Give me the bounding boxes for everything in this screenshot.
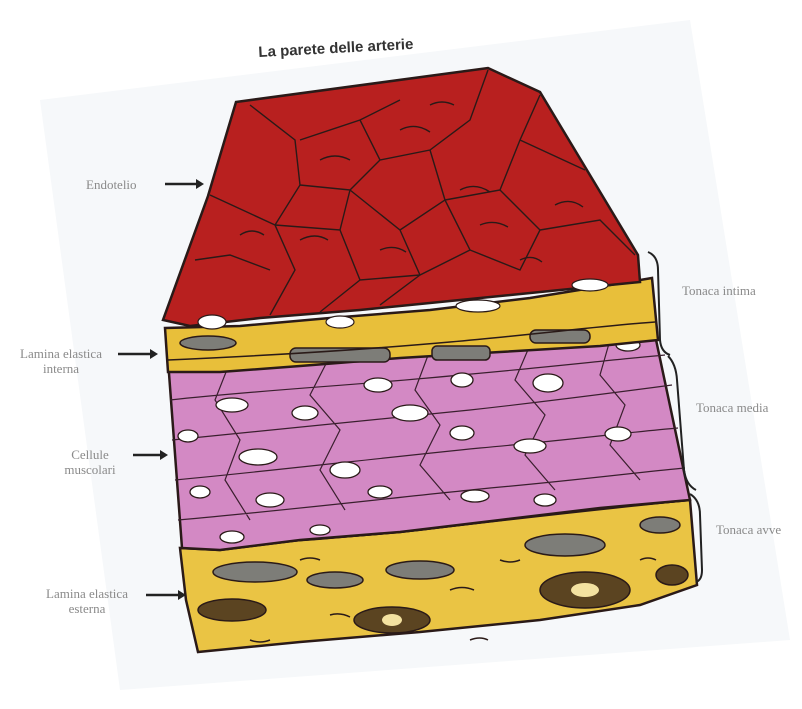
grey-cell <box>180 336 236 350</box>
endothelial-nucleus <box>198 315 226 329</box>
label-line: Lamina elastica <box>6 346 116 361</box>
cell-nucleus <box>382 614 402 626</box>
label-line: muscolari <box>48 462 132 477</box>
endothelial-nucleus <box>572 279 608 291</box>
muscle-nucleus <box>292 406 318 420</box>
grey-cell <box>525 534 605 556</box>
label-line: esterna <box>30 601 144 616</box>
muscle-nucleus <box>190 486 210 498</box>
label-endotelio: Endotelio <box>86 177 137 192</box>
muscle-nucleus <box>451 373 473 387</box>
label-lamina-interna: Lamina elastica interna <box>6 346 116 376</box>
grey-cell <box>530 330 590 343</box>
muscle-nucleus <box>533 374 563 392</box>
muscle-nucleus <box>216 398 248 412</box>
brown-cell <box>198 599 266 621</box>
muscle-nucleus <box>605 427 631 441</box>
muscle-nucleus <box>514 439 546 453</box>
grey-cell <box>640 517 680 533</box>
label-line: interna <box>6 361 116 376</box>
muscle-nucleus <box>239 449 277 465</box>
label-tonaca-avventizia: Tonaca avve <box>716 522 781 537</box>
grey-cell <box>432 346 490 360</box>
grey-cell <box>213 562 297 582</box>
muscle-nucleus <box>364 378 392 392</box>
muscle-nucleus <box>310 525 330 535</box>
label-line: Lamina elastica <box>30 586 144 601</box>
muscle-nucleus <box>220 531 244 543</box>
muscle-nucleus <box>368 486 392 498</box>
grey-cell <box>307 572 363 588</box>
label-line: Cellule <box>48 447 132 462</box>
brown-cell <box>656 565 688 585</box>
muscle-nucleus <box>392 405 428 421</box>
muscle-nucleus <box>178 430 198 442</box>
label-lamina-esterna: Lamina elastica esterna <box>30 586 144 616</box>
endothelial-nucleus <box>326 316 354 328</box>
endothelial-nucleus <box>456 300 500 312</box>
grey-cell <box>386 561 454 579</box>
label-tonaca-intima: Tonaca intima <box>682 283 756 298</box>
muscle-nucleus <box>461 490 489 502</box>
cell-nucleus <box>571 583 599 597</box>
muscle-nucleus <box>256 493 284 507</box>
muscle-nucleus <box>534 494 556 506</box>
label-cellule-muscolari: Cellule muscolari <box>48 447 132 477</box>
muscle-nucleus <box>450 426 474 440</box>
label-tonaca-media: Tonaca media <box>696 400 768 415</box>
muscle-nucleus <box>330 462 360 478</box>
